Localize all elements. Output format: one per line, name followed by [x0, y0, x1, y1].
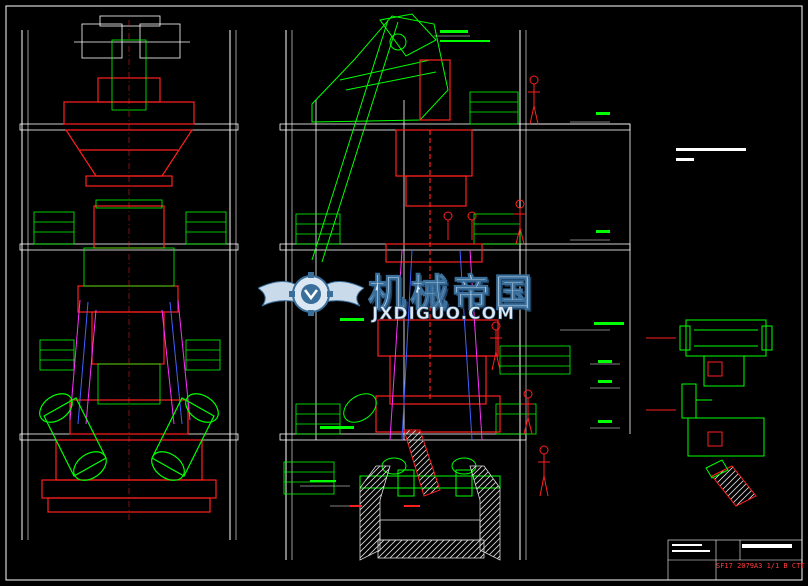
middle-elevation-view: [279, 13, 631, 561]
human-figure-icon: [443, 75, 550, 497]
hatched-foundation: [359, 465, 501, 561]
drawing-code: SF17 2079A3 1/1 B CTT: [716, 562, 805, 570]
title-block-frame: [667, 539, 803, 581]
right-detail-views: [646, 148, 773, 507]
drawing-frame: [5, 5, 803, 581]
left-elevation-view: [19, 15, 239, 540]
title-block: SF17 2079A3 1/1 B CTT: [668, 540, 805, 582]
